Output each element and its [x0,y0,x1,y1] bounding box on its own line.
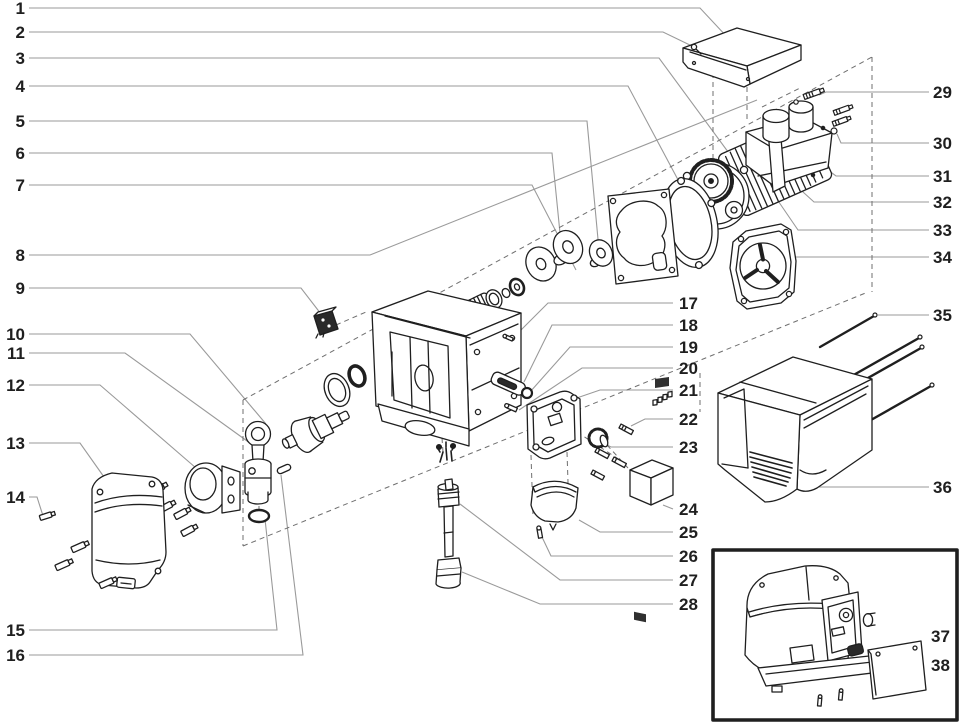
callout-9: 9 [16,279,25,298]
callout-37: 37 [931,627,950,646]
crankshaft [281,410,350,453]
callout-2: 2 [16,23,25,42]
callout-35: 35 [933,306,952,325]
motor-cover [682,27,802,88]
callout-10: 10 [6,325,25,344]
motor-shroud [717,356,873,503]
callout-36: 36 [933,478,952,497]
callout-21: 21 [679,381,698,400]
plug-37 [846,643,864,657]
callout-15: 15 [6,621,25,640]
callout-numbers: 1 2 3 4 5 6 7 8 9 10 11 12 13 14 15 16 1… [6,0,952,675]
callout-14: 14 [6,488,25,507]
pressure-transducer [435,441,462,589]
digital-display [629,376,674,623]
callout-8: 8 [16,246,25,265]
callout-18: 18 [679,316,698,335]
parts-artwork [38,27,959,722]
faceplate-screws [38,510,118,590]
control-screws [590,423,635,481]
callout-4: 4 [16,77,26,96]
callout-38: 38 [931,656,950,675]
access-cover-38 [867,640,927,700]
callout-28: 28 [679,595,698,614]
motor-clamp [182,462,241,517]
inset-box [711,548,959,722]
callout-23: 23 [679,438,698,457]
connecting-rod [244,420,272,505]
control-cover [530,480,579,531]
faceplate-cover [91,472,167,590]
callout-24: 24 [679,500,698,519]
callout-27: 27 [679,571,698,590]
o-ring [247,508,271,524]
callout-25: 25 [679,523,698,542]
callout-30: 30 [933,134,952,153]
cover-screw-26 [536,525,544,539]
callout-34: 34 [933,248,952,267]
baffle-plate [729,223,797,310]
callout-16: 16 [6,646,25,665]
callout-32: 32 [933,193,952,212]
potentiometer-knob [587,427,609,449]
callout-7: 7 [16,176,25,195]
callout-5: 5 [16,112,25,131]
cover-screw [690,43,702,55]
callout-22: 22 [679,410,698,429]
callout-13: 13 [6,434,25,453]
callout-3: 3 [16,49,25,68]
callout-6: 6 [16,144,25,163]
callout-17: 17 [679,294,698,313]
bracket-screws [793,87,854,135]
rocker-switch [313,306,339,339]
callout-33: 33 [933,221,952,240]
callout-12: 12 [6,376,25,395]
label-plate-parts [490,333,534,413]
dowel-pin [276,463,292,475]
control-housing [526,390,582,460]
front-plate-gasket [607,188,679,285]
callout-29: 29 [933,83,952,102]
gearbox-housing [371,290,522,447]
callout-11: 11 [7,344,25,363]
callout-20: 20 [679,359,698,378]
callout-31: 31 [933,167,952,186]
callout-1: 1 [16,0,25,18]
callout-19: 19 [679,338,698,357]
shaft-seals [323,364,367,408]
callout-26: 26 [679,547,698,566]
mounting-bracket [745,100,833,193]
